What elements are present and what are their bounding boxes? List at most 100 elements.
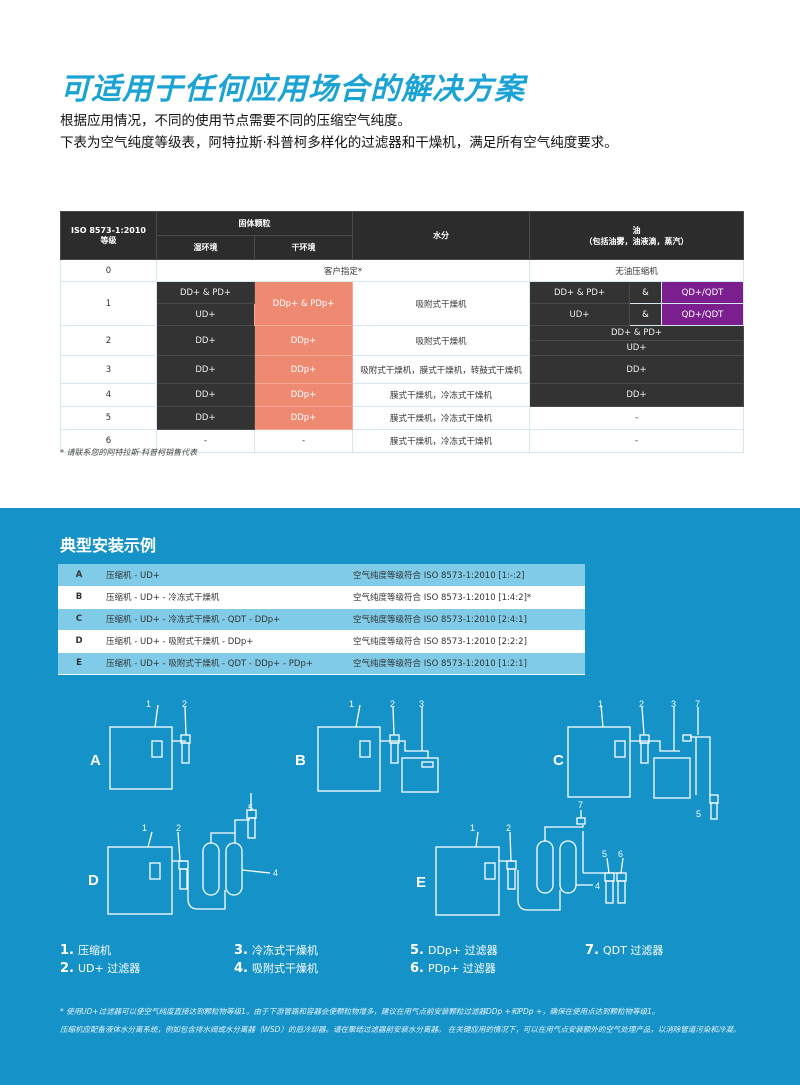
water-cell: 吸附式干燥机 [352, 325, 530, 356]
num-label: 1 [142, 823, 147, 833]
legend-item: 6.PDp+ 过滤器 [410, 960, 496, 976]
wet-cell: DD+ [156, 383, 255, 407]
legend-label: PDp+ 过滤器 [427, 962, 496, 975]
water-cell: 膜式干燥机，冷冻式干燥机 [352, 383, 530, 407]
num-label: 5 [602, 849, 607, 859]
grade-cell: 1 [60, 281, 157, 326]
legend-num: 5. [410, 943, 424, 958]
install-config-cell: 压缩机 - UD+ - 冷冻式干燥机 - QDT - DDp+ [100, 608, 347, 631]
oil-cell: DD+ [528, 355, 745, 384]
num-label: 7 [578, 800, 583, 810]
legend-label: DDp+ 过滤器 [427, 944, 498, 957]
footnote-ud: * 使用UD+过滤器可以使空气纯度直接达到颗粒物等级1。由于下游管路和容器会使颗… [60, 1007, 660, 1016]
oil-cell: DD+ & PD+ [528, 325, 745, 341]
amp-cell: & [629, 281, 662, 304]
legend-label: 压缩机 [77, 944, 111, 957]
legend-item: 1.压缩机 [60, 942, 111, 958]
oil-cell: UD+ [528, 340, 745, 356]
num-label: 4 [595, 881, 600, 891]
page-title: 可适用于任何应用场合的解决方案 [60, 72, 525, 107]
header-solid: 固体颗粒 [156, 211, 353, 236]
wet-cell: DD+ [156, 355, 255, 384]
install-key-cell: D [58, 630, 100, 653]
num-label: 1 [470, 823, 475, 833]
legend-num: 1. [60, 943, 74, 958]
wet-cell: DD+ [156, 325, 255, 356]
grade-cell: 5 [60, 406, 157, 430]
table-row: 6 - - 膜式干燥机，冷冻式干燥机 - [60, 429, 745, 453]
legend-num: 6. [410, 961, 424, 976]
legend-num: 7. [585, 943, 599, 958]
install-purity-cell: 空气纯度等级符合 ISO 8573-1:2010 [1:-:2] [347, 564, 585, 587]
water-cell: 吸附式干燥机 [352, 281, 530, 326]
water-cell: 膜式干燥机，冷冻式干燥机 [352, 429, 530, 453]
diagram-b [317, 704, 439, 793]
water-cell: 吸附式干燥机，膜式干燥机，转鼓式干燥机 [352, 355, 530, 384]
diagram-c [567, 704, 719, 820]
legend-item: 4.吸附式干燥机 [234, 960, 318, 976]
wet-cell: DD+ [156, 406, 255, 430]
install-key-cell: A [58, 564, 100, 587]
header-water: 水分 [352, 211, 530, 260]
table-row: 3 DD+ DDp+ 吸附式干燥机，膜式干燥机，转鼓式干燥机 DD+ [60, 355, 745, 384]
intro-line-1: 根据应用情况，不同的使用节点需要不同的压缩空气纯度。 [60, 113, 411, 129]
num-label: 4 [273, 868, 278, 878]
num-label: 1 [146, 699, 151, 709]
install-config-cell: 压缩机 - UD+ - 吸附式干燥机 - QDT - DDp+ - PDp+ [100, 652, 347, 675]
header-dry: 干环境 [254, 235, 353, 260]
dry-cell: DDp+ [254, 355, 353, 384]
num-label: 2 [639, 699, 644, 709]
header-wet: 湿环境 [156, 235, 255, 260]
num-label: 2 [506, 823, 511, 833]
diagram-d [107, 793, 271, 915]
num-label: 7 [695, 699, 700, 709]
dry-cell: DDp+ & PDp+ [254, 281, 353, 326]
table-footnote: * 请联系您的阿特拉斯·科普柯销售代表 [60, 448, 198, 457]
dry-cell: DDp+ [254, 406, 353, 430]
install-config-cell: 压缩机 - UD+ - 冷冻式干燥机 [100, 586, 347, 609]
num-label: 6 [618, 849, 623, 859]
table-row: UD+ [61, 340, 745, 356]
num-label: 1 [349, 699, 354, 709]
table-row: 5 DD+ DDp+ 膜式干燥机，冷冻式干燥机 - [60, 406, 745, 430]
solid-cell: 客户指定* [156, 259, 530, 282]
amp-cell: & [629, 303, 662, 326]
legend-label: QDT 过滤器 [602, 944, 664, 957]
dry-cell: DDp+ [254, 325, 353, 356]
legend-num: 3. [234, 943, 248, 958]
install-key-cell: E [58, 652, 100, 675]
grade-cell: 4 [60, 383, 157, 407]
table-row: 1 DD+ & PD+ DDp+ & PDp+ 吸附式干燥机 DD+ & PD+… [60, 281, 745, 326]
grade-cell: 6 [60, 429, 157, 453]
legend-label: 冷冻式干燥机 [251, 944, 318, 957]
legend-num: 4. [234, 961, 248, 976]
grade-cell: 3 [60, 355, 157, 384]
legend-num: 2. [60, 961, 74, 976]
grade-cell: 2 [60, 325, 157, 356]
legend-item: 2.UD+ 过滤器 [60, 960, 140, 976]
header-oil: 油（包括油雾，油液滴，蒸汽） [528, 211, 745, 260]
label-b: B [295, 752, 306, 769]
install-key-cell: B [58, 586, 100, 609]
num-label: 3 [671, 699, 676, 709]
label-e: E [416, 874, 426, 891]
install-purity-cell: 空气纯度等级符合 ISO 8573-1:2010 [2:2:2] [347, 630, 585, 653]
dry-cell: DDp+ [254, 383, 353, 407]
label-a: A [90, 752, 101, 769]
wet-cell: DD+ & PD+ [156, 281, 255, 304]
footnote-separator: 压缩机应配备液体水分离系统，例如包含排水阀或水分离器（WSD）的后冷却器。请在聚… [60, 1025, 741, 1034]
table-row: 0 客户指定* 无油压缩机 [60, 259, 745, 282]
label-d: D [88, 872, 99, 889]
intro-text: 根据应用情况，不同的使用节点需要不同的压缩空气纯度。 下表为空气纯度等级表，阿特… [60, 110, 618, 154]
num-label: 1 [598, 699, 603, 709]
oil-cell: DD+ & PD+ [529, 281, 630, 304]
oil-cell: 无油压缩机 [528, 259, 745, 282]
section-title: 典型安装示例 [60, 536, 157, 555]
legend-label: UD+ 过滤器 [77, 962, 141, 975]
install-config-cell: 压缩机 - UD+ [100, 564, 347, 587]
table-row: 4 DD+ DDp+ 膜式干燥机，冷冻式干燥机 DD+ [60, 383, 745, 407]
legend-item: 5.DDp+ 过滤器 [410, 942, 498, 958]
